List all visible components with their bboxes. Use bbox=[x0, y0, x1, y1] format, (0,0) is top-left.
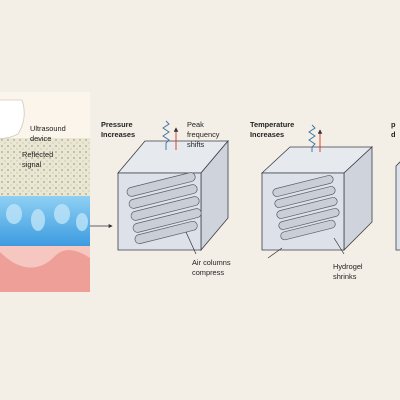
panel-1-annotation: Peak frequency shifts bbox=[187, 120, 220, 149]
panel-1-effect: Air columns compress bbox=[192, 258, 231, 277]
reflected-signal-label: Reflected signal bbox=[22, 150, 54, 169]
pointer-2a bbox=[267, 247, 283, 259]
air-columns-1 bbox=[126, 172, 202, 244]
air-columns-2 bbox=[272, 175, 340, 241]
panel-2-title: Temperature Increases bbox=[250, 120, 295, 139]
pointer-2b bbox=[333, 237, 345, 255]
panel-2-effect: Hydrogel shrinks bbox=[333, 262, 363, 281]
third-cube bbox=[395, 161, 400, 251]
ultrasound-device-icon bbox=[0, 99, 25, 139]
temperature-cube bbox=[260, 146, 374, 251]
device-label: Ultrasound device bbox=[30, 124, 66, 143]
pointer-1 bbox=[185, 231, 197, 255]
wave-icons-2 bbox=[308, 124, 323, 152]
tissue-cross-section bbox=[0, 92, 90, 292]
panel-1-title: Pressure Increases bbox=[101, 120, 136, 139]
panel-3-title: p d bbox=[391, 120, 396, 139]
wave-icons-1 bbox=[162, 120, 179, 150]
